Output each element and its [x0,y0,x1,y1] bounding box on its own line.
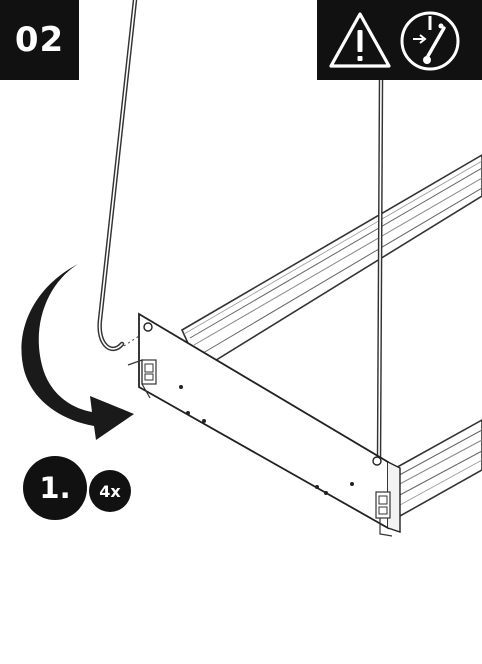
step-number-badge: 02 [0,0,79,80]
quantity-badge: 4x [89,470,131,512]
warning-panel [317,0,482,80]
curved-arrow-icon [21,264,134,440]
front-rail [391,419,482,518]
instruction-number: 1. [23,456,87,520]
rear-rail [180,154,482,372]
end-plate [127,312,401,537]
warning-triangle-icon [329,12,391,68]
power-switch-off-icon [400,11,460,71]
left-hanger-rod [97,0,140,352]
